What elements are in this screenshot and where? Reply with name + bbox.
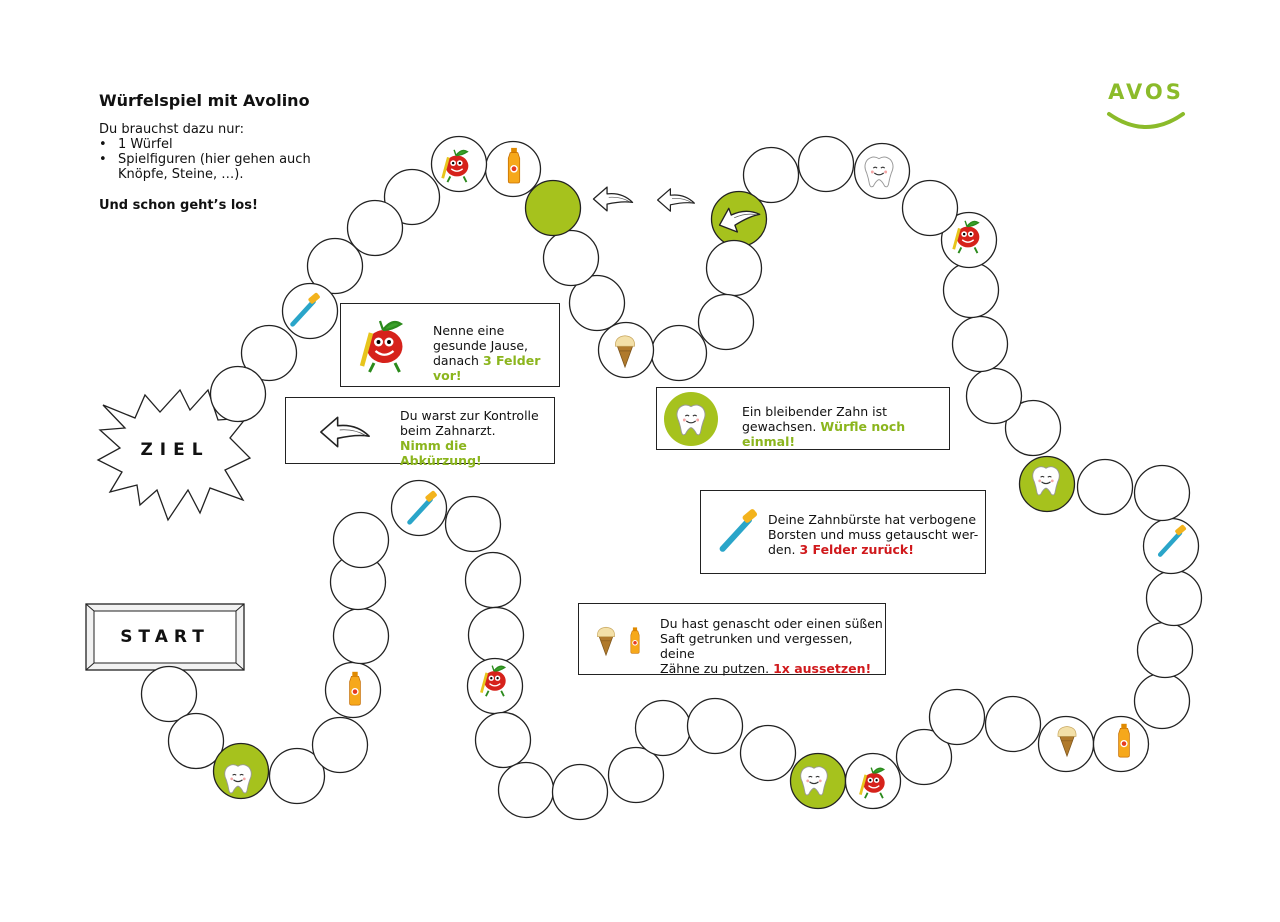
back-arrow-icon (314, 411, 376, 453)
card-text: Zähne zu putzen. (660, 661, 774, 676)
card-text: Saft getrunken und vergessen, deine (660, 631, 853, 661)
board-field (697, 293, 755, 351)
card-text: den. (768, 542, 800, 557)
juice-bottle-icon (621, 612, 649, 668)
card-text: Ein bleibender Zahn ist (742, 404, 888, 419)
board-field (797, 135, 855, 193)
board-field (705, 239, 763, 297)
board-field (928, 688, 986, 746)
card-text: Nenne eine (433, 323, 505, 338)
logo-smile-icon (1107, 112, 1185, 129)
toothbrush-icon (713, 505, 761, 559)
board-field (1004, 399, 1062, 457)
board-field (942, 261, 1000, 319)
ziel-label: ZIEL (140, 440, 210, 460)
board-field (390, 479, 448, 537)
board-field (739, 724, 797, 782)
board-field (984, 695, 1042, 753)
board-field (551, 763, 609, 821)
board-field (1133, 672, 1191, 730)
board-field (311, 716, 369, 774)
card-text: beim Zahnarzt. (400, 423, 496, 438)
board-field (474, 711, 532, 769)
card-zahn: Ein bleibender Zahn ist gewachsen. Würfl… (656, 387, 950, 450)
card-action: Würfle noch einmal! (742, 419, 906, 449)
avos-logo: AVOS (1098, 80, 1194, 132)
board-field (568, 274, 626, 332)
juice-bottle-icon (349, 671, 361, 706)
card-text: Du warst zur Kontrolle (400, 408, 539, 423)
board-field (467, 606, 525, 664)
board-track (140, 135, 1203, 821)
board-field (965, 367, 1023, 425)
board-field (444, 495, 502, 553)
board-field-special (524, 179, 582, 237)
juice-bottle-icon (1118, 723, 1130, 758)
board-field (346, 199, 404, 257)
logo-text: AVOS (1108, 80, 1184, 104)
board-field (332, 607, 390, 665)
start-frame (85, 603, 245, 671)
board-field (497, 761, 555, 819)
board-field (650, 324, 708, 382)
card-action: 3 Felder zurück! (799, 542, 914, 557)
board-field (542, 229, 600, 287)
card-jause: Nenne eine gesunde Jause, danach 3 Felde… (340, 303, 560, 387)
board-field (464, 551, 522, 609)
board-field (268, 747, 326, 805)
board-field (240, 324, 298, 382)
board-field (281, 282, 339, 340)
board-field (895, 728, 953, 786)
card-text: gesunde Jause, (433, 338, 529, 353)
board-field (686, 697, 744, 755)
board-field (306, 237, 364, 295)
card-genascht: Du hast genascht oder einen süßen Saft g… (578, 603, 886, 676)
card-kontrolle: Du warst zur Kontrolle beim Zahnarzt. Ni… (285, 397, 555, 468)
card-zahnbuerste: Deine Zahnbürste hat verbogene Borsten u… (700, 490, 986, 574)
board-field (1133, 464, 1191, 522)
intro-panel: Würfelspiel mit Avolino Du brauchst dazu… (99, 91, 319, 214)
card-text: Borsten und muss getauscht wer- (768, 527, 979, 542)
board-field (167, 712, 225, 770)
board-field (1076, 458, 1134, 516)
card-action: 3 Felder vor! (433, 353, 541, 383)
intro-item: 1 Würfel (99, 137, 319, 152)
board-field (1136, 621, 1194, 679)
board-field (742, 146, 800, 204)
tooth-icon (664, 392, 718, 446)
board-field (1145, 569, 1203, 627)
card-action: Nimm die Abkürzung! (400, 438, 482, 468)
board-field (332, 511, 390, 569)
intro-item: Spielfiguren (hier gehen auch Knöpfe, St… (99, 152, 319, 182)
board-field (951, 315, 1009, 373)
intro-cta: Und schon geht’s los! (99, 198, 258, 213)
card-text: Deine Zahnbürste hat verbogene (768, 512, 977, 527)
board-field (383, 168, 441, 226)
board-field (140, 665, 198, 723)
card-text: danach (433, 353, 483, 368)
page-title: Würfelspiel mit Avolino (99, 91, 310, 110)
intro-list: 1 Würfel Spielfiguren (hier gehen auch K… (99, 137, 319, 182)
board-field (901, 179, 959, 237)
board-field (634, 699, 692, 757)
card-text: gewachsen. (742, 419, 821, 434)
back-arrow-icon (656, 188, 696, 212)
juice-bottle-icon (507, 147, 521, 184)
intro-needs: Du brauchst dazu nur: (99, 122, 244, 137)
board-field (209, 365, 267, 423)
apple-mascot-icon (353, 314, 413, 376)
ziel-starburst (96, 388, 252, 522)
board-field (607, 746, 665, 804)
start-label: START (120, 627, 210, 647)
card-action: 1x aussetzen! (773, 661, 872, 676)
start-field: START (86, 604, 244, 670)
card-text: Du hast genascht oder einen süßen (660, 616, 883, 631)
back-arrow-icon (592, 186, 634, 212)
ice-cream-icon (589, 612, 623, 668)
